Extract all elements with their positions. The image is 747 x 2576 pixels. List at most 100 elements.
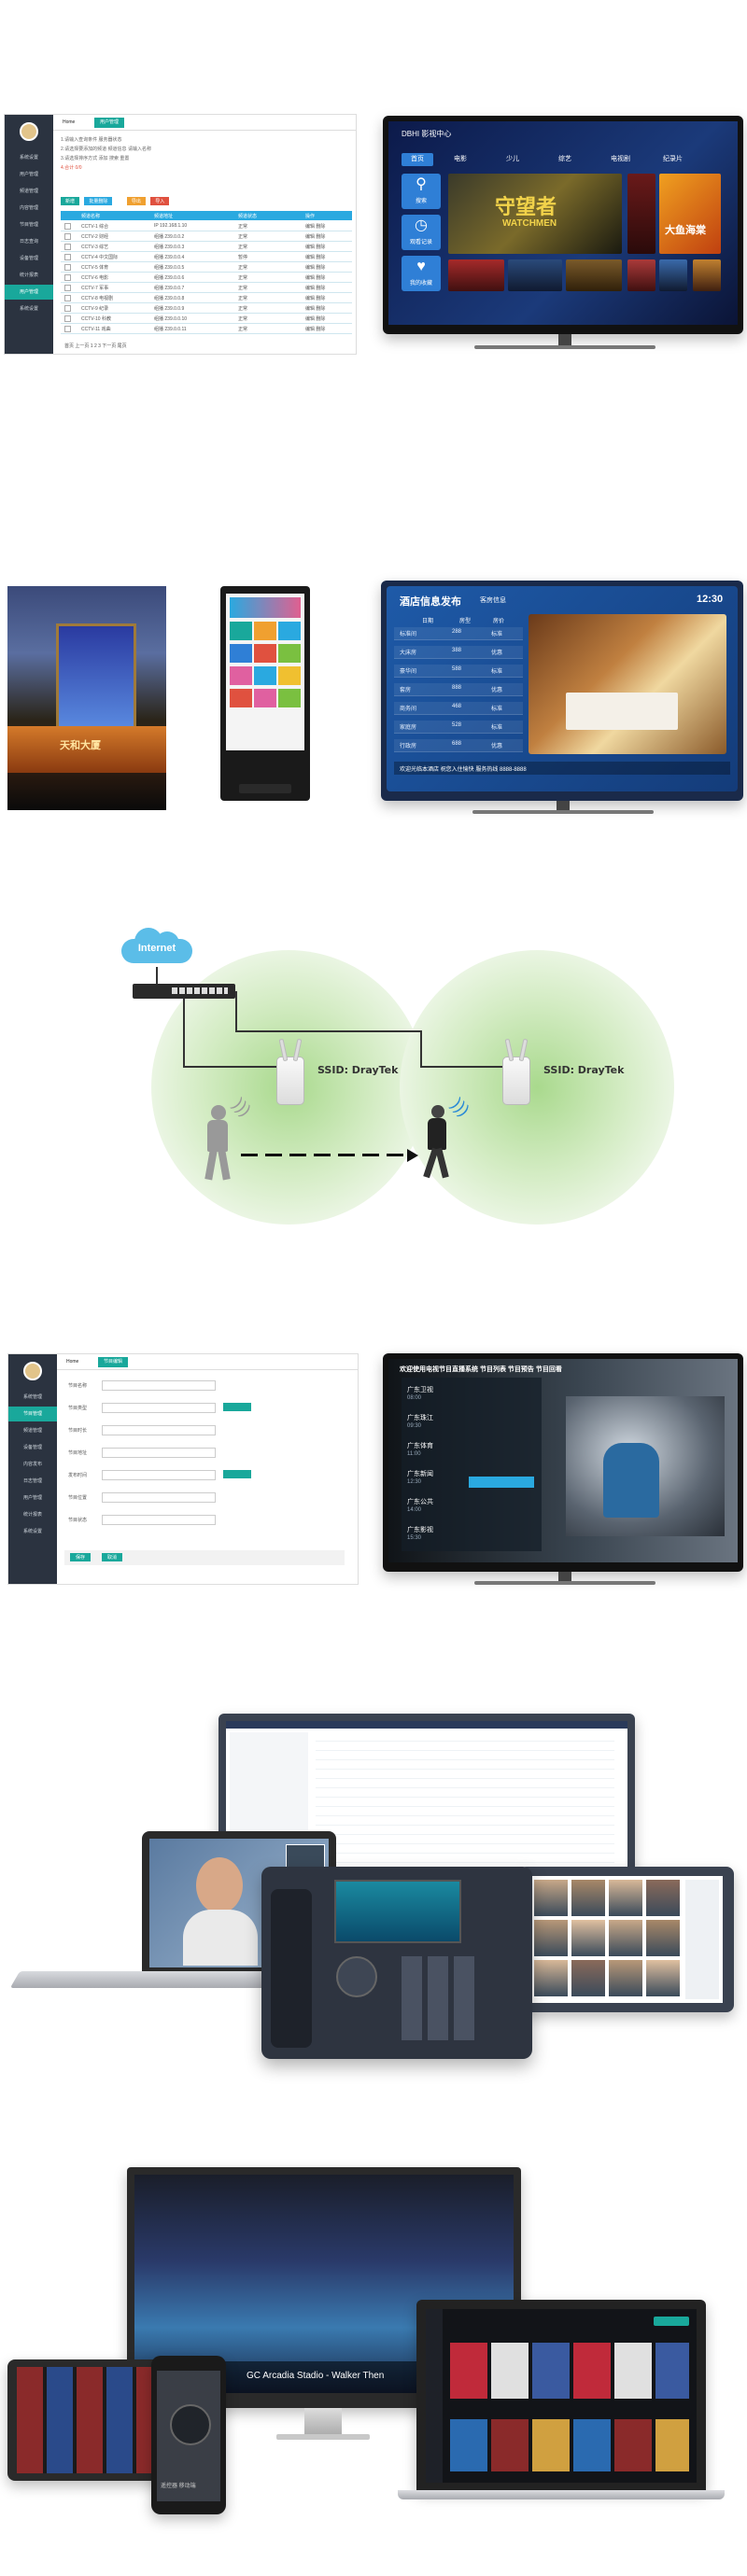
channel-name[interactable]: 广东卫视 xyxy=(407,1387,433,1393)
kiosk-tile[interactable] xyxy=(278,622,301,640)
table-cell[interactable]: 编辑 删除 xyxy=(305,265,326,271)
kiosk-tile[interactable] xyxy=(254,666,276,685)
kiosk-tile[interactable] xyxy=(230,689,252,707)
sidebar-item[interactable]: 设备管理 xyxy=(22,1445,42,1450)
kiosk-tile[interactable] xyxy=(230,666,252,685)
sidebar-item[interactable]: 用户管理 xyxy=(19,172,38,177)
sidebar-item[interactable]: 用户管理 xyxy=(22,1495,42,1501)
poster-thumb[interactable] xyxy=(627,259,655,291)
table-cell[interactable]: 编辑 删除 xyxy=(305,296,326,301)
kiosk-tile[interactable] xyxy=(230,622,252,640)
poster-thumb[interactable] xyxy=(508,259,562,291)
form-input[interactable] xyxy=(102,1470,216,1480)
tab-home[interactable]: Home xyxy=(66,1359,79,1365)
row-checkbox[interactable] xyxy=(64,295,71,301)
kiosk-tile[interactable] xyxy=(230,644,252,663)
side-poster[interactable]: 大鱼海棠 xyxy=(659,174,721,254)
form-input[interactable] xyxy=(102,1492,216,1503)
participant-tile[interactable] xyxy=(571,1880,605,1916)
sidebar-item[interactable]: 频道管理 xyxy=(19,189,38,194)
row-checkbox[interactable] xyxy=(64,254,71,260)
participant-tile[interactable] xyxy=(646,1960,680,1996)
form-input[interactable] xyxy=(102,1448,216,1458)
kiosk-tile[interactable] xyxy=(278,644,301,663)
form-input[interactable] xyxy=(102,1425,216,1435)
kiosk-tile[interactable] xyxy=(254,644,276,663)
poster-thumb[interactable] xyxy=(448,259,504,291)
export-button[interactable]: 导出 xyxy=(126,197,146,205)
form-input[interactable] xyxy=(102,1380,216,1391)
row-checkbox[interactable] xyxy=(64,285,71,291)
nav-cluster-icon[interactable] xyxy=(336,1956,377,1997)
participant-tile[interactable] xyxy=(646,1880,680,1916)
table-cell[interactable]: 编辑 删除 xyxy=(305,224,326,230)
channel-name[interactable]: 广东体育 xyxy=(407,1443,433,1449)
channel-name[interactable]: 广东影视 xyxy=(407,1527,433,1533)
table-cell[interactable]: 编辑 删除 xyxy=(305,306,326,312)
history-tile[interactable]: ◷ 观看记录 xyxy=(402,215,441,250)
nav-item[interactable]: 电影 xyxy=(454,156,467,162)
import-button[interactable]: 导入 xyxy=(150,197,170,205)
row-checkbox[interactable] xyxy=(64,223,71,230)
tab-program-edit[interactable]: 节目编辑 xyxy=(98,1357,129,1367)
selected-channel-highlight[interactable] xyxy=(469,1477,534,1488)
sidebar-item[interactable]: 节目管理 xyxy=(19,222,38,228)
row-checkbox[interactable] xyxy=(64,315,71,322)
participant-tile[interactable] xyxy=(534,1920,568,1956)
poster-thumb[interactable] xyxy=(659,259,687,291)
pagination[interactable]: 首页 上一页 1 2 3 下一页 尾页 xyxy=(64,343,127,349)
row-checkbox[interactable] xyxy=(64,244,71,250)
table-cell[interactable]: 编辑 删除 xyxy=(305,255,326,260)
participant-tile[interactable] xyxy=(609,1960,642,1996)
sidebar-item[interactable]: 日志查询 xyxy=(19,239,38,245)
add-button[interactable]: 新增 xyxy=(61,197,80,205)
participant-tile[interactable] xyxy=(571,1960,605,1996)
participant-tile[interactable] xyxy=(609,1920,642,1956)
action-button[interactable] xyxy=(654,2317,689,2326)
table-cell[interactable]: 编辑 删除 xyxy=(305,316,326,322)
sidebar-item-active[interactable]: 节目管理 xyxy=(8,1407,57,1421)
row-checkbox[interactable] xyxy=(64,305,71,312)
table-cell[interactable]: 编辑 删除 xyxy=(305,234,326,240)
kiosk-tile[interactable] xyxy=(254,622,276,640)
kiosk-tile[interactable] xyxy=(278,666,301,685)
keypad[interactable] xyxy=(402,1956,476,2040)
tab-users[interactable]: 用户管理 xyxy=(94,118,125,128)
dpad-icon[interactable] xyxy=(170,2404,211,2445)
nav-item[interactable]: 电视剧 xyxy=(611,156,630,162)
table-cell[interactable]: 编辑 删除 xyxy=(305,286,326,291)
sidebar-item[interactable]: 系统管理 xyxy=(22,1394,42,1400)
nav-item[interactable]: 少儿 xyxy=(506,156,519,162)
channel-name[interactable]: 广东珠江 xyxy=(407,1415,433,1421)
row-checkbox[interactable] xyxy=(64,326,71,332)
batch-delete-button[interactable]: 批量删除 xyxy=(84,197,113,205)
save-button[interactable]: 保存 xyxy=(70,1553,92,1561)
sidebar-item[interactable]: 设备管理 xyxy=(19,256,38,261)
participant-tile[interactable] xyxy=(646,1920,680,1956)
sidebar-item[interactable]: 系统设置 xyxy=(22,1529,42,1534)
row-checkbox[interactable] xyxy=(64,274,71,281)
tab-home[interactable]: Home xyxy=(63,119,76,125)
hero-poster[interactable]: 守望者 WATCHMEN xyxy=(448,174,622,254)
sidebar-item-active[interactable]: 用户管理 xyxy=(5,285,53,300)
sidebar-item[interactable]: 统计报表 xyxy=(19,273,38,278)
participant-tile[interactable] xyxy=(534,1960,568,1996)
participant-tile[interactable] xyxy=(571,1920,605,1956)
sidebar-item[interactable]: 内容发布 xyxy=(22,1462,42,1467)
sidebar-item[interactable]: 系统设置 xyxy=(19,155,38,161)
sidebar-item[interactable]: 频道管理 xyxy=(22,1428,42,1434)
nav-item[interactable]: 纪录片 xyxy=(663,156,683,162)
poster-thumb[interactable] xyxy=(693,259,721,291)
sidebar-item[interactable]: 统计报表 xyxy=(22,1512,42,1518)
participant-tile[interactable] xyxy=(609,1880,642,1916)
form-input[interactable] xyxy=(102,1515,216,1525)
kiosk-tile[interactable] xyxy=(278,689,301,707)
row-checkbox[interactable] xyxy=(64,264,71,271)
row-checkbox[interactable] xyxy=(64,233,71,240)
poster-thumb[interactable] xyxy=(566,259,622,291)
channel-name[interactable]: 广东新闻 xyxy=(407,1471,433,1477)
table-cell[interactable]: 编辑 删除 xyxy=(305,275,326,281)
form-option-button[interactable] xyxy=(223,1470,251,1478)
sidebar-item[interactable]: 系统设置 xyxy=(19,306,38,312)
table-cell[interactable]: 编辑 删除 xyxy=(305,245,326,250)
